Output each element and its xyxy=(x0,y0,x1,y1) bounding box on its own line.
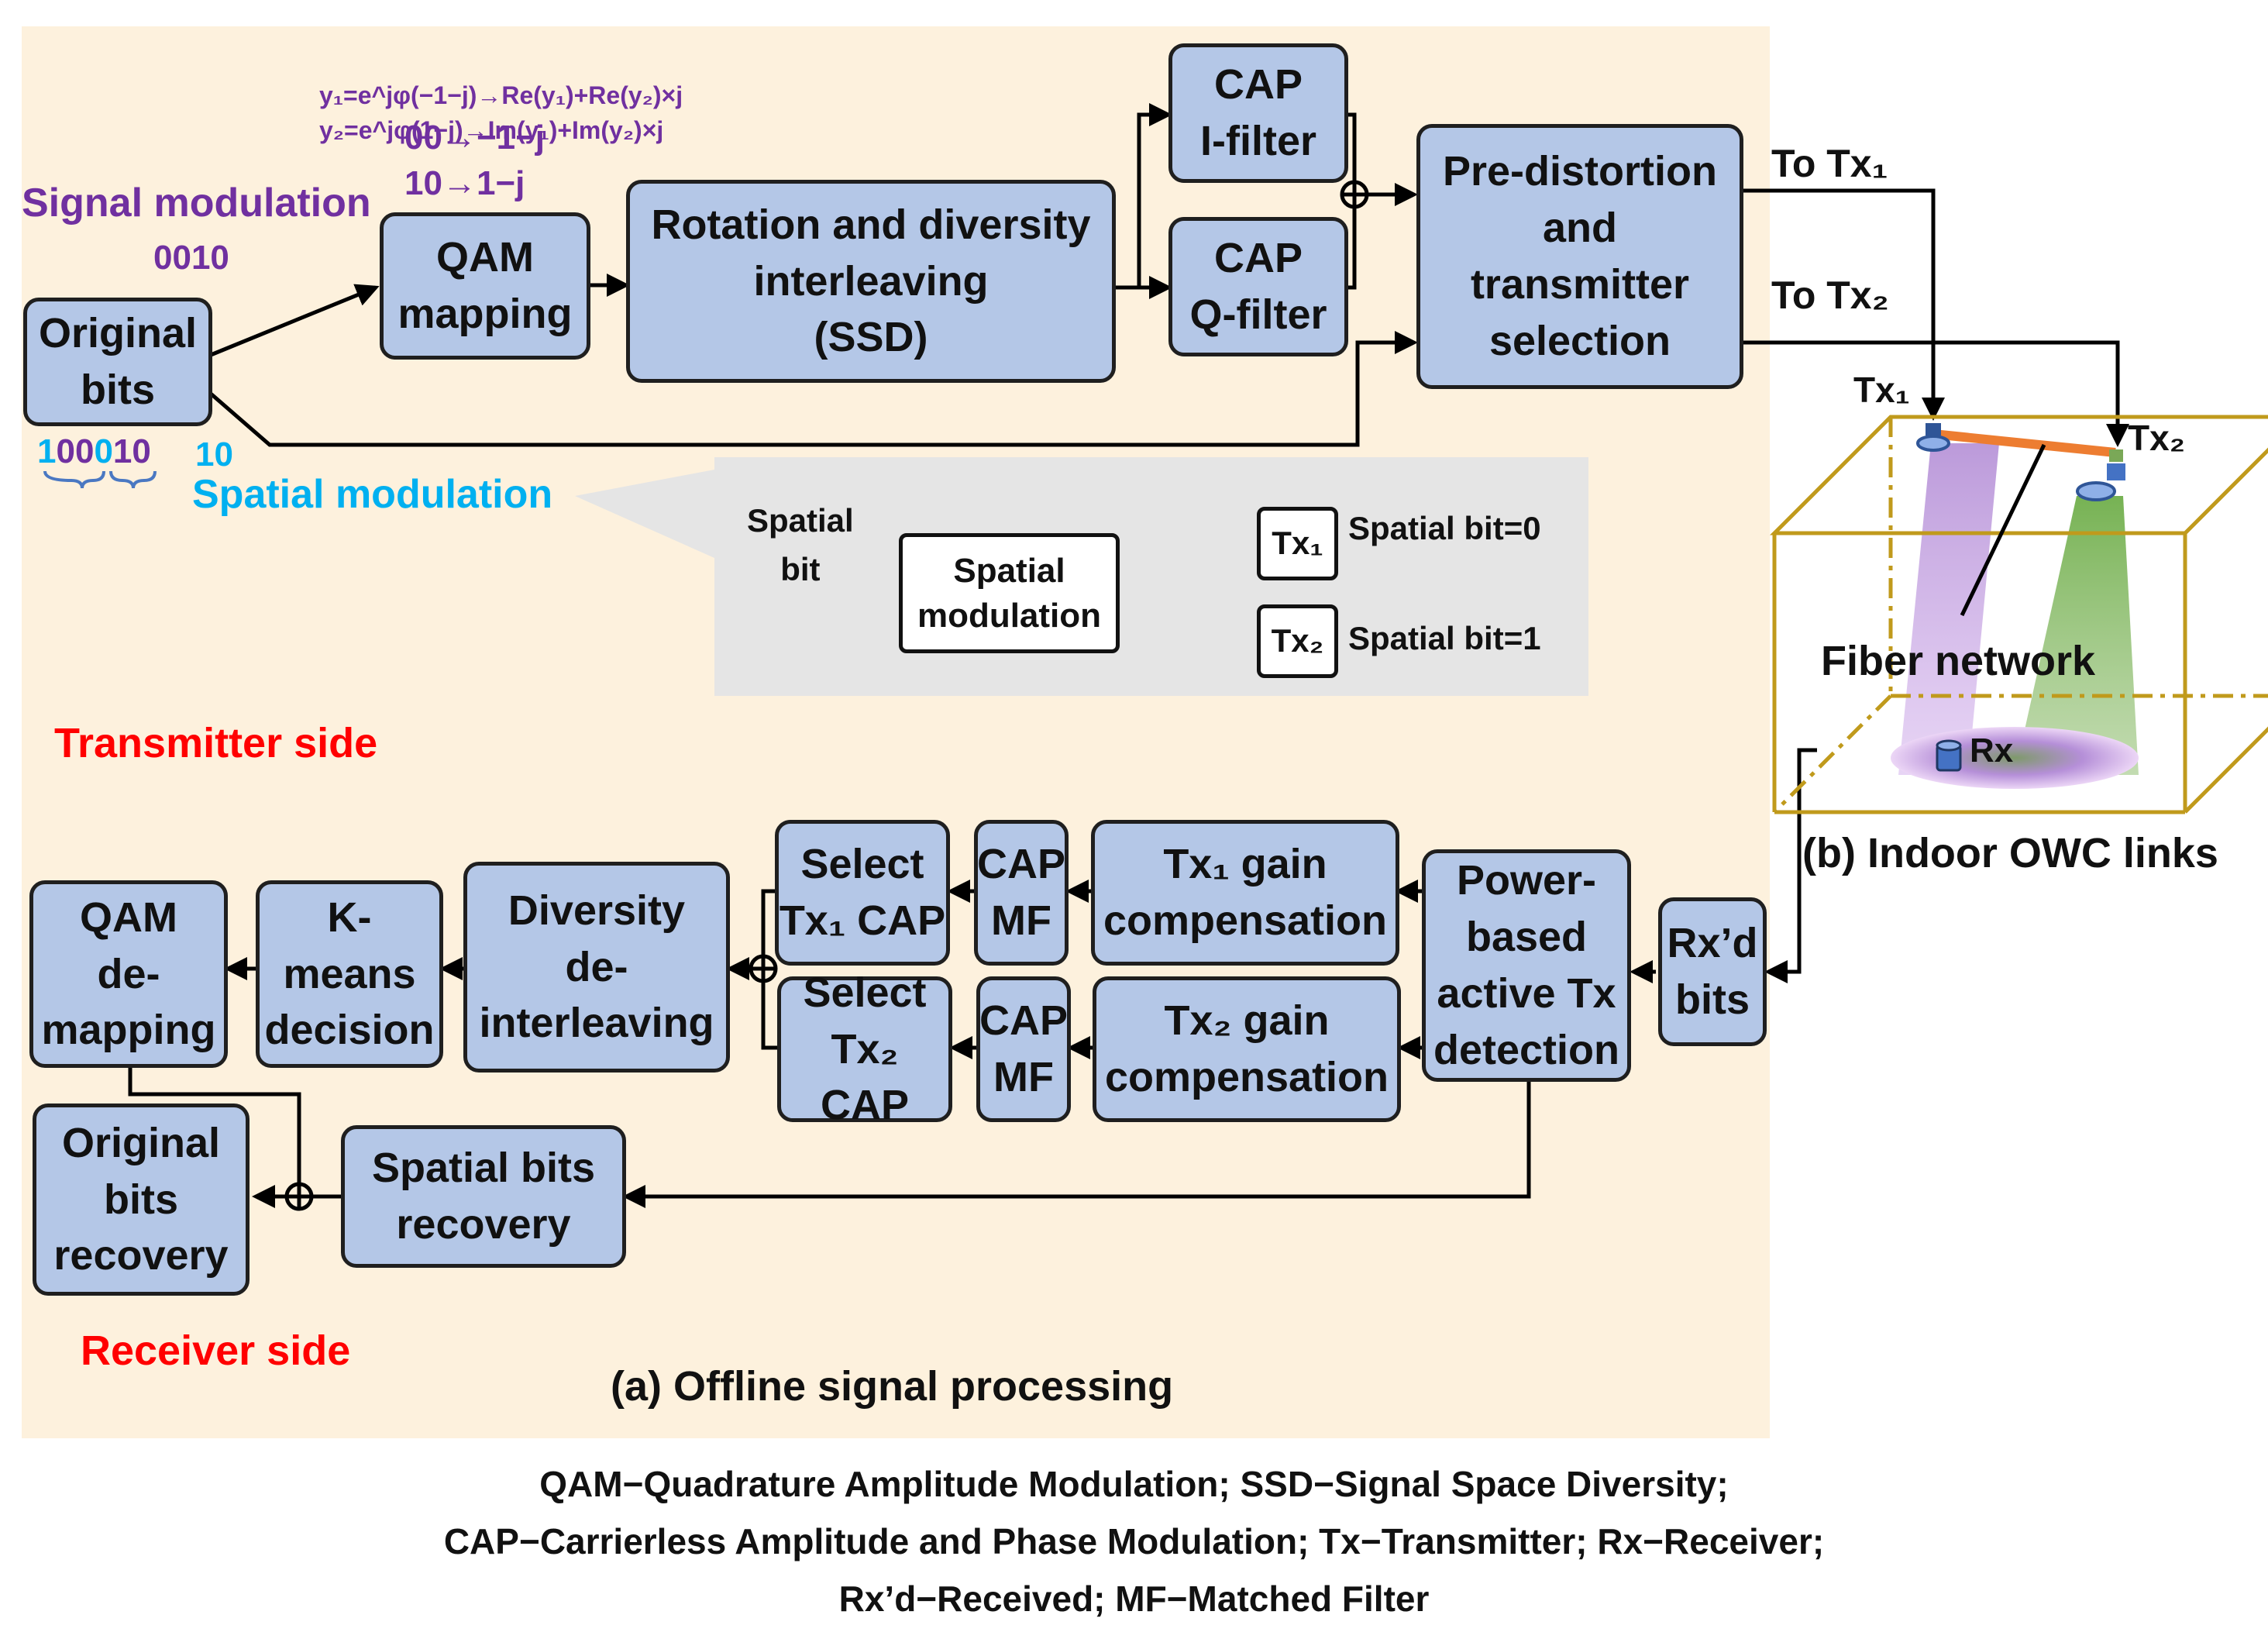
inset-bit1-label: Spatial bit=1 xyxy=(1348,620,1541,656)
select-tx1-cap-block: Select Tx₁ CAP xyxy=(775,820,950,966)
owc-tx1-label: Tx₁ xyxy=(1853,370,1910,410)
tx1-led xyxy=(1916,423,1950,452)
bit-seq-part-1: 1 xyxy=(37,432,57,470)
rxd-bits-block: Rx’d bits xyxy=(1658,897,1767,1046)
predistortion-selection-block: Pre-distortion and transmitter selection xyxy=(1416,124,1743,389)
room-bottom-right-edge xyxy=(2184,726,2268,814)
bit-seq-part-3: 0 xyxy=(94,432,113,470)
cap-mf-1-block: CAP MF xyxy=(974,820,1069,966)
select-tx2-cap-block: Select Tx₂ CAP xyxy=(777,969,952,1128)
arrow-to-cap-i xyxy=(1137,103,1172,287)
kmeans-decision-block: K- means decision xyxy=(256,880,443,1068)
fiber-link xyxy=(1932,429,2116,457)
fiber-network-label: Fiber network xyxy=(1821,638,2096,684)
panel-a-caption: (a) Offline signal processing xyxy=(611,1363,1174,1410)
arrow-power-to-spatial-recovery xyxy=(622,1077,1531,1208)
tx1-gain-compensation-block: Tx₁ gain compensation xyxy=(1091,820,1399,966)
spatial-bits: 10 xyxy=(195,436,233,473)
original-bits-recovery-block: Original bits recovery xyxy=(33,1103,250,1296)
rx-sum-junction xyxy=(749,954,778,983)
tx1-light-beam xyxy=(1898,443,1999,775)
spatial-bits-recovery-block: Spatial bits recovery xyxy=(341,1125,626,1268)
signal-bits: 0010 xyxy=(153,239,229,277)
cap-i-filter-block: CAP I-filter xyxy=(1168,43,1348,183)
recovery-sum-junction xyxy=(284,1182,314,1211)
footnote-line-3: Rx’d−Received; MF−Matched Filter xyxy=(838,1579,1430,1619)
cap-q-filter-block: CAP Q-filter xyxy=(1168,217,1348,356)
room-hidden-diagonal xyxy=(1773,694,1892,814)
bit-sequence: 100010 xyxy=(37,432,151,471)
arrow-spatial-bits-to-selection xyxy=(209,331,1418,447)
to-tx2-label: To Tx₂ xyxy=(1771,274,1889,317)
line-cap-i-to-sum xyxy=(1348,112,1357,183)
fiber-pointer-line xyxy=(1960,443,2046,617)
owc-tx2-label: Tx₂ xyxy=(2128,418,2186,458)
arrow-to-tx2 xyxy=(1743,340,2129,447)
footnote-line-1: QAM−Quadrature Amplitude Modulation; SSD… xyxy=(539,1464,1729,1504)
footnote-line-2: CAP−Carrierless Amplitude and Phase Modu… xyxy=(443,1521,1825,1561)
arrow-rx-to-rxd xyxy=(1764,748,1817,983)
line-qam-to-sum xyxy=(128,1068,301,1184)
tx-sum-junction xyxy=(1340,180,1369,209)
floor-light-spot xyxy=(1891,727,2139,789)
qam-mapping-block: QAM mapping xyxy=(380,212,590,360)
signal-modulation-label: Signal modulation xyxy=(22,181,371,226)
brace-spatial-1 xyxy=(43,470,105,489)
inset-pointer xyxy=(575,470,714,558)
spatial-modulation-inset xyxy=(714,457,1588,696)
diversity-deinterleaving-block: Diversity de- interleaving xyxy=(463,862,730,1073)
rx-photodetector xyxy=(1936,739,1962,772)
owc-room xyxy=(1769,415,2268,814)
inset-bit0-label: Spatial bit=0 xyxy=(1348,510,1541,546)
inset-spatial-modulation-block: Spatial modulation xyxy=(899,533,1120,653)
bit-seq-part-4: 10 xyxy=(112,432,151,470)
rotation-interleaving-block: Rotation and diversity interleaving (SSD… xyxy=(626,180,1116,383)
tx2-led xyxy=(2076,449,2125,501)
original-bits-block: Original bits xyxy=(23,298,212,426)
receiver-side-label: Receiver side xyxy=(81,1327,351,1374)
brace-spatial-2 xyxy=(109,470,157,489)
inset-tx1-box: Tx₁ xyxy=(1257,507,1338,580)
line-select1-to-sum xyxy=(761,889,775,957)
spatial-modulation-label: Spatial modulation xyxy=(192,472,553,517)
bit-seq-part-2: 00 xyxy=(56,432,95,470)
tx2-light-beam xyxy=(2015,496,2139,775)
power-based-detection-block: Power- based active Tx detection xyxy=(1422,849,1631,1082)
cap-mf-2-block: CAP MF xyxy=(976,976,1071,1122)
rotation-equation-1: y₁=e^jφ(−1−j)→Re(y₁)+Re(y₂)×j xyxy=(319,81,683,109)
owc-rx-label: Rx xyxy=(1970,732,2014,770)
transmitter-side-label: Transmitter side xyxy=(54,720,378,766)
tx2-gain-compensation-block: Tx₂ gain compensation xyxy=(1093,976,1401,1122)
qam-demapping-block: QAM de- mapping xyxy=(29,880,228,1068)
qam-rule-2: 10→1−j xyxy=(404,164,525,202)
rotation-equation-2: y₂=e^jφ(1−j)→Im(y₁)+Im(y₂)×j xyxy=(319,116,664,144)
line-cap-q-to-sum xyxy=(1348,206,1357,290)
arrow-orig-to-qam xyxy=(210,284,380,357)
panel-b-caption: (b) Indoor OWC links xyxy=(1802,830,2218,876)
room-top-face xyxy=(1769,415,2268,535)
qam-rule-1: 00→−1−j xyxy=(404,119,545,157)
inset-input-label: Spatial bit xyxy=(747,502,854,587)
inset-tx2-box: Tx₂ xyxy=(1257,604,1338,678)
to-tx1-label: To Tx₁ xyxy=(1771,142,1888,185)
line-select2-to-sum xyxy=(761,980,777,1050)
